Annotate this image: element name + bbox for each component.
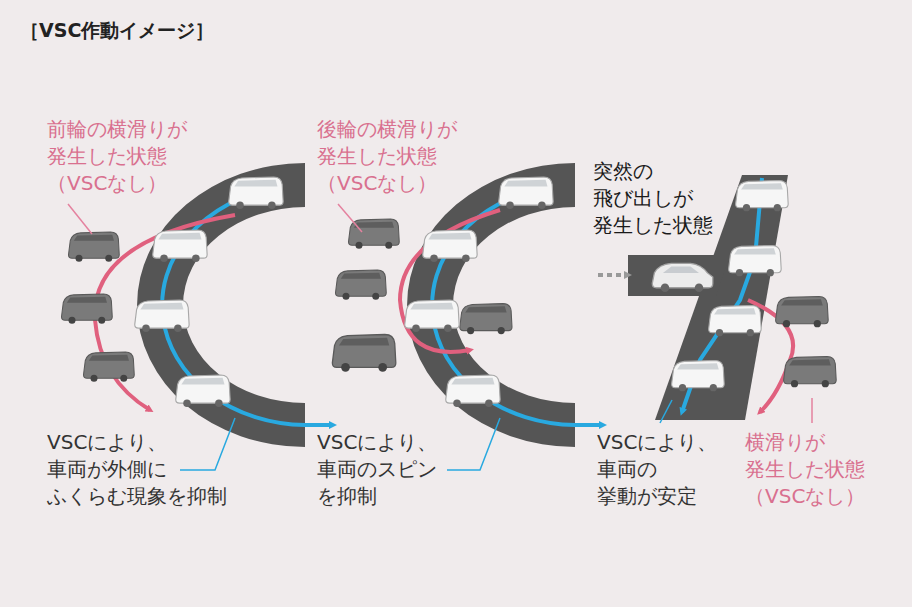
callout-text: 後輪の横滑りが 発生した状態 （VSCなし） bbox=[317, 116, 457, 197]
callout-text: 突然の 飛び出しが 発生した状態 bbox=[593, 158, 713, 239]
diagram-title: ［VSC作動イメージ］ bbox=[20, 18, 214, 44]
callout-text: VSCにより、 車両の 挙動が安定 bbox=[597, 429, 717, 510]
callout-text: VSCにより、 車両が外側に ふくらむ現象を抑制 bbox=[47, 429, 227, 510]
callout-text: 前輪の横滑りが 発生した状態 （VSCなし） bbox=[47, 116, 187, 197]
callout-text: 横滑りが 発生した状態 （VSCなし） bbox=[745, 429, 865, 510]
callout-text: VSCにより、 車両のスピン を抑制 bbox=[317, 429, 437, 510]
